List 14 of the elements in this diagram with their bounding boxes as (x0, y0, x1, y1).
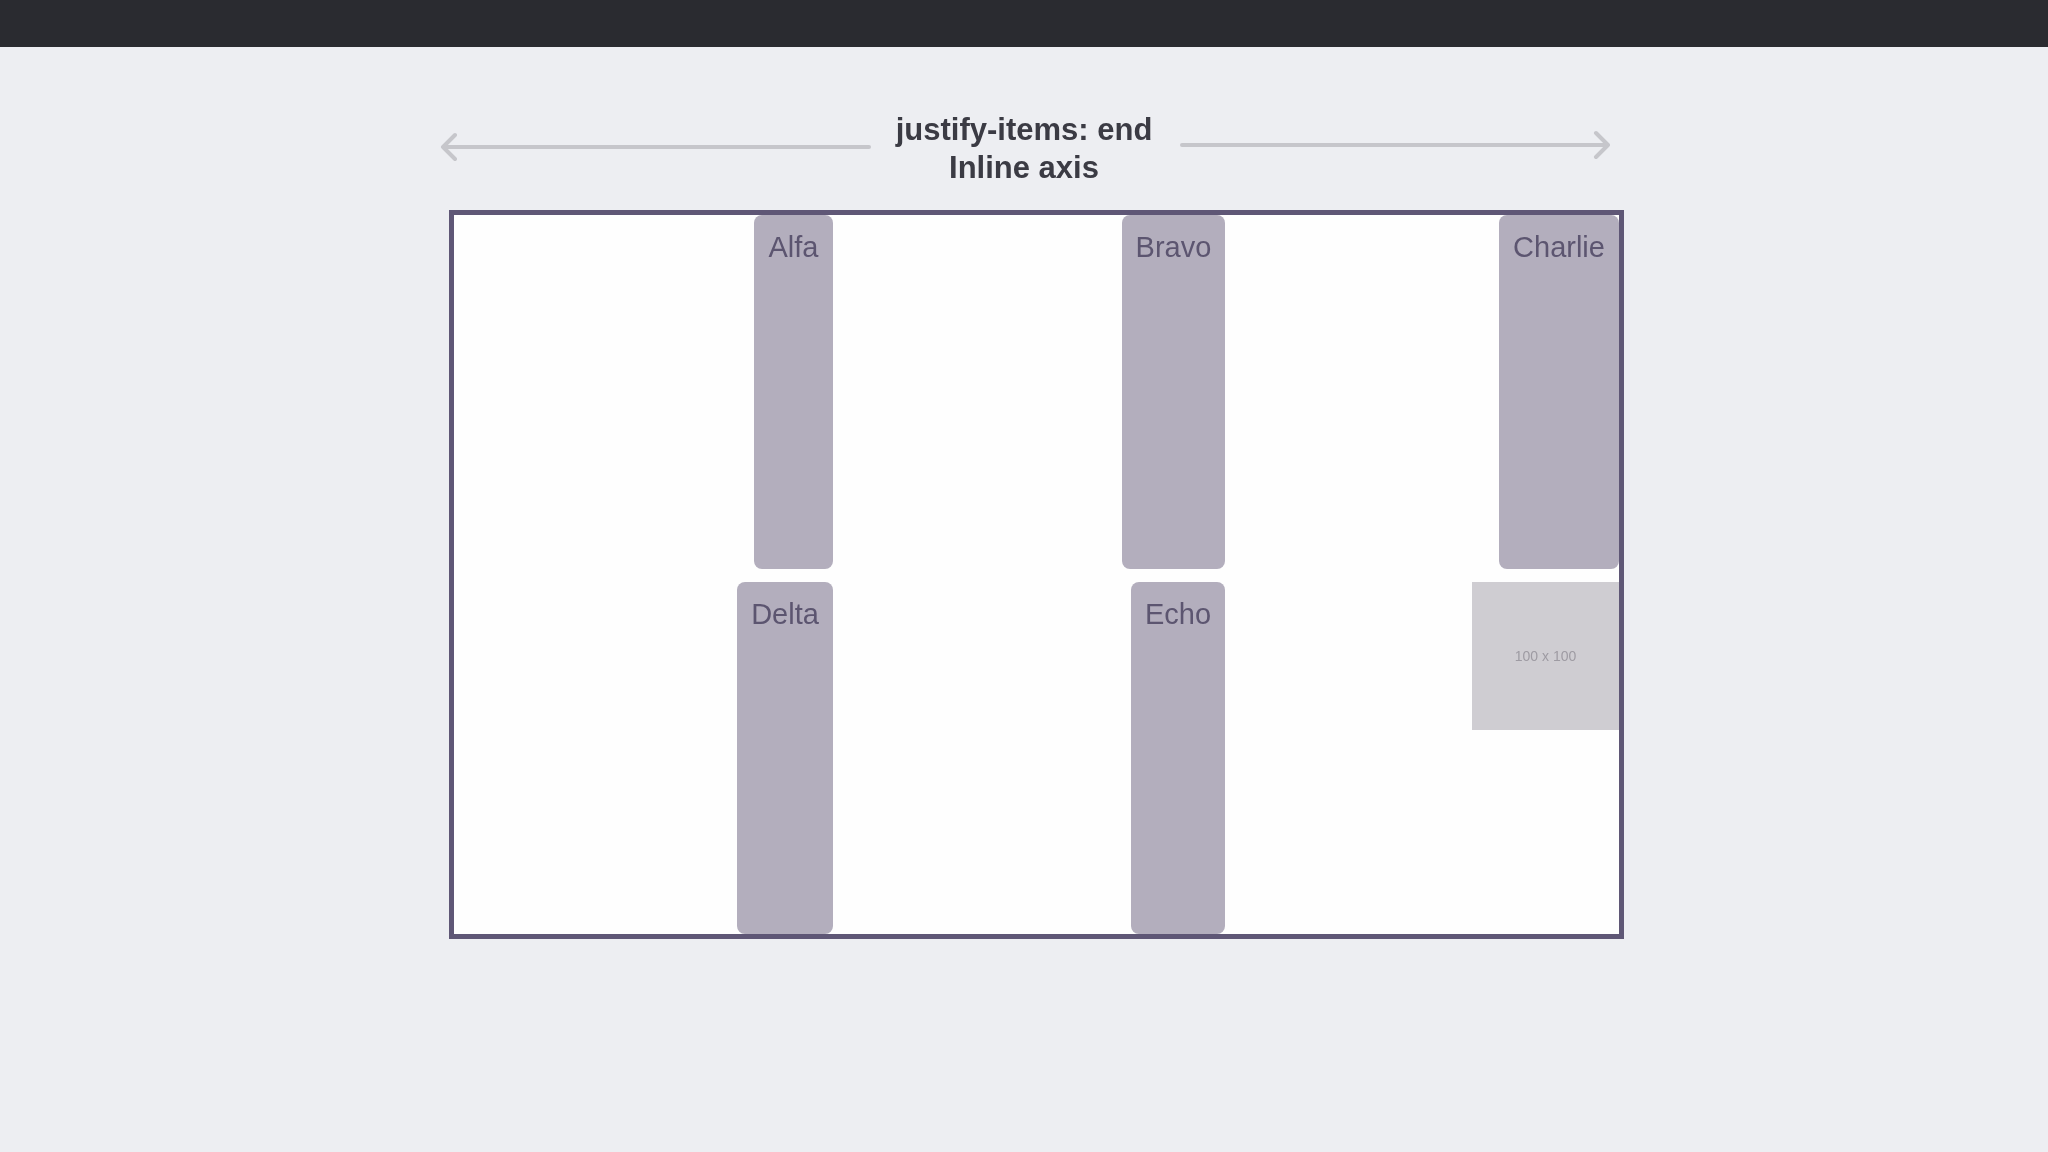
item-label: Alfa (768, 231, 819, 263)
placeholder-image (1472, 582, 1619, 730)
item-label: Echo (1144, 598, 1212, 630)
grid-item (1499, 215, 1619, 569)
grid-item (1122, 215, 1225, 569)
item-label: Bravo (1135, 231, 1212, 263)
item-label: Charlie (1513, 231, 1605, 263)
title: justify-items: end (894, 112, 1154, 148)
axis-label: Inline axis (948, 150, 1100, 186)
grid-item (1131, 582, 1225, 934)
item-label: Delta (751, 598, 819, 630)
grid-item (737, 582, 833, 934)
grid-item (754, 215, 833, 569)
grid-container (449, 210, 1624, 939)
